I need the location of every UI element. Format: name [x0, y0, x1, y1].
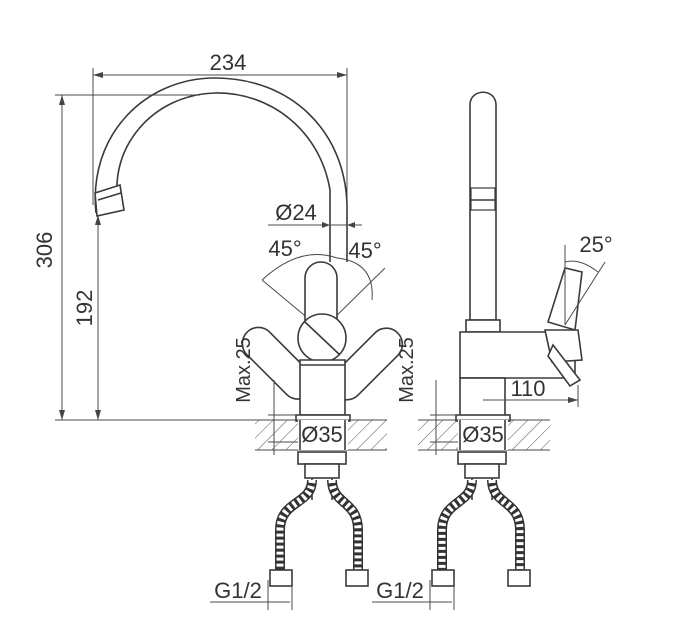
spout: [94, 77, 348, 262]
diameter-35-side-label: Ø35: [462, 422, 504, 447]
dimension-110-label: 110: [510, 376, 545, 401]
thread-front: G1/2: [210, 578, 293, 610]
hoses-side: [431, 479, 531, 587]
front-view: 234 306 192: [32, 50, 404, 610]
max25-side-label: Max.25: [396, 337, 418, 403]
dimension-234-label: 234: [210, 50, 247, 75]
hoses-front: [269, 479, 369, 587]
body-side: [455, 331, 576, 422]
handles-front: [241, 261, 404, 401]
angle-25-label: 25°: [579, 232, 612, 257]
spout-side: [465, 91, 501, 333]
dimension-192: 192: [72, 215, 101, 420]
countertop-front: Ø35: [255, 419, 387, 451]
countertop-side: Ø35: [418, 419, 550, 451]
dimension-diameter-24-label: Ø24: [275, 200, 317, 225]
angle-left-45-label: 45°: [268, 236, 301, 261]
diameter-35-front-label: Ø35: [301, 422, 343, 447]
angle-25: 25°: [564, 232, 613, 326]
dimension-306-label: 306: [32, 232, 57, 269]
thread-side-label: G1/2: [376, 578, 424, 603]
thread-front-label: G1/2: [214, 578, 262, 603]
angle-right-45-label: 45°: [348, 238, 381, 263]
thread-side: G1/2: [372, 578, 455, 610]
dimension-diameter-24: Ø24: [268, 200, 362, 228]
max25-front-label: Max.25: [233, 337, 255, 403]
dimension-234: 234: [92, 50, 348, 232]
dimension-306: 306: [32, 94, 300, 421]
side-view: 25° 110 Max.25 Ø35: [372, 91, 613, 610]
dimension-110: 110: [483, 376, 579, 407]
dimension-192-label: 192: [72, 290, 97, 327]
angle-indicators: 45° 45°: [261, 236, 386, 331]
body-front: [295, 359, 351, 422]
